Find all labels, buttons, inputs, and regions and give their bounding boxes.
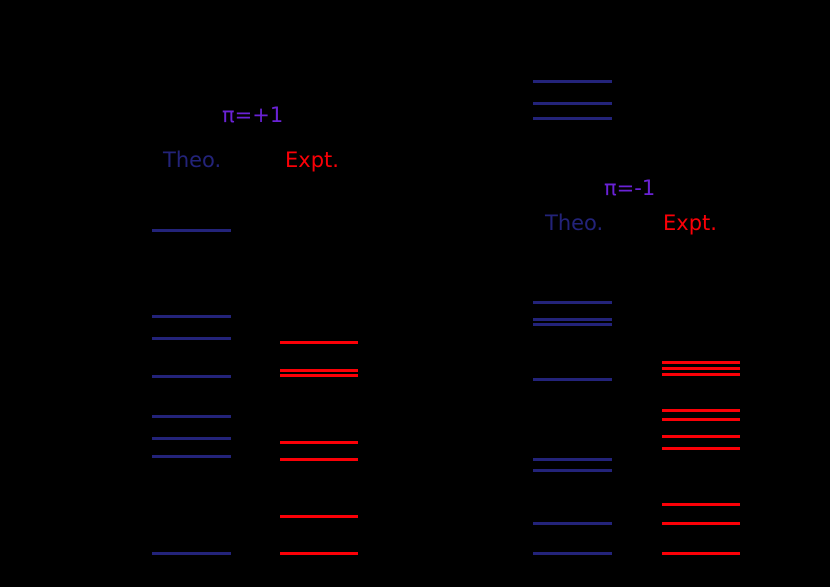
energy-level-negative-parity-theory-7 [533,458,612,461]
energy-level-negative-parity-theory-5 [533,323,612,326]
energy-level-positive-parity-experiment-5 [280,515,358,518]
energy-level-positive-parity-theory-6 [152,455,231,458]
energy-level-negative-parity-experiment-2 [662,373,740,376]
column-label-positive-parity-experiment: Expt. [285,148,339,172]
energy-level-negative-parity-experiment-9 [662,552,740,555]
column-label-negative-parity-experiment: Expt. [663,211,717,235]
column-label-negative-parity-theory: Theo. [545,211,604,235]
energy-level-negative-parity-theory-0 [533,80,612,83]
column-label-positive-parity-theory: Theo. [163,148,222,172]
energy-level-negative-parity-theory-1 [533,102,612,105]
energy-level-positive-parity-theory-1 [152,315,231,318]
energy-level-positive-parity-theory-2 [152,337,231,340]
energy-level-negative-parity-experiment-8 [662,522,740,525]
energy-level-positive-parity-experiment-6 [280,552,358,555]
energy-level-positive-parity-experiment-0 [280,341,358,344]
energy-level-positive-parity-theory-3 [152,375,231,378]
energy-level-negative-parity-experiment-7 [662,503,740,506]
energy-level-negative-parity-experiment-5 [662,435,740,438]
energy-level-negative-parity-theory-6 [533,378,612,381]
energy-level-negative-parity-theory-4 [533,318,612,321]
energy-level-negative-parity-experiment-4 [662,418,740,421]
energy-level-positive-parity-theory-0 [152,229,231,232]
energy-level-negative-parity-experiment-0 [662,361,740,364]
energy-level-positive-parity-theory-4 [152,415,231,418]
energy-level-negative-parity-experiment-6 [662,447,740,450]
energy-level-positive-parity-experiment-3 [280,441,358,444]
energy-level-negative-parity-theory-10 [533,552,612,555]
energy-level-negative-parity-theory-2 [533,117,612,120]
energy-level-positive-parity-theory-7 [152,552,231,555]
energy-level-negative-parity-theory-9 [533,522,612,525]
energy-level-positive-parity-experiment-4 [280,458,358,461]
energy-level-positive-parity-theory-5 [152,437,231,440]
energy-level-negative-parity-experiment-1 [662,367,740,370]
energy-level-positive-parity-experiment-1 [280,369,358,372]
parity-label-positive-parity: π=+1 [222,103,284,127]
energy-level-negative-parity-theory-3 [533,301,612,304]
energy-level-negative-parity-theory-8 [533,469,612,472]
energy-level-positive-parity-experiment-2 [280,374,358,377]
parity-label-negative-parity: π=-1 [604,176,656,200]
energy-level-negative-parity-experiment-3 [662,409,740,412]
